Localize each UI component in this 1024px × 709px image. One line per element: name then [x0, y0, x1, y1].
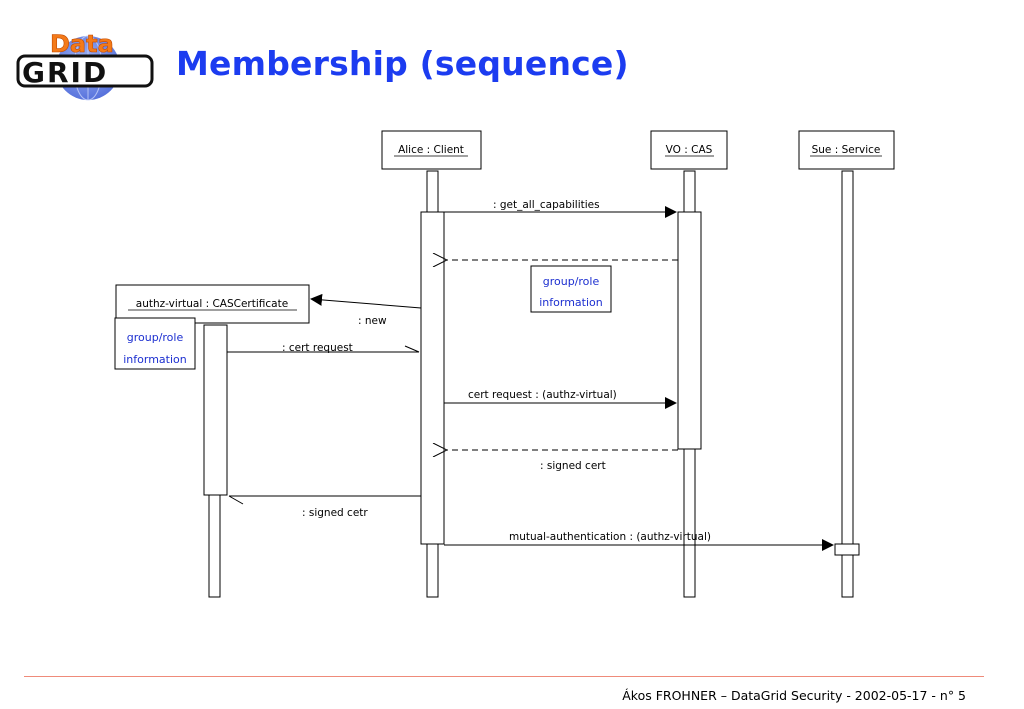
lifeline-alice — [381, 130, 482, 598]
activation-alice — [420, 211, 445, 545]
datagrid-logo: Data GRID — [16, 28, 156, 104]
note-vo-line1: group/role — [543, 275, 600, 288]
lifeline-sue-line — [841, 170, 854, 598]
lifeline-cert-head — [115, 284, 310, 324]
lifeline-sue — [798, 130, 895, 598]
footer-text: Ákos FROHNER – DataGrid Security - 2002-… — [622, 688, 966, 703]
activation-sue — [834, 543, 860, 556]
note-group-role-vo: group/role information — [530, 265, 612, 313]
activation-vo — [677, 211, 702, 450]
note-group-role-cert: group/role information — [114, 317, 196, 370]
logo-text-grid: GRID — [22, 56, 108, 89]
lifeline-sue-head — [798, 130, 895, 170]
message-label-get-capabilities: : get_all_capabilities — [493, 199, 600, 211]
message-new — [310, 293, 422, 309]
message-signed-cetr-arrowhead — [228, 495, 244, 505]
lifeline-vo — [650, 130, 728, 598]
footer-divider — [24, 676, 984, 677]
slide-title: Membership (sequence) — [176, 44, 629, 83]
message-label-cert-request: : cert request — [282, 342, 353, 354]
message-label-new: : new — [358, 315, 387, 327]
note-vo-line2: information — [539, 296, 603, 309]
lifeline-alice-head — [381, 130, 482, 170]
note-cert-line2: information — [123, 353, 187, 366]
message-cert-request-arrowhead — [404, 345, 420, 353]
label-vo: VO : CAS — [666, 144, 713, 156]
label-alice: Alice : Client — [398, 144, 464, 156]
label-sue: Sue : Service — [812, 144, 881, 156]
note-cert-line1: group/role — [127, 331, 184, 344]
activation-cert — [203, 324, 228, 496]
lifeline-cert — [115, 284, 310, 598]
lifeline-vo-head — [650, 130, 728, 170]
label-cert: authz-virtual : CASCertificate — [136, 298, 288, 310]
message-label-signed-cert: : signed cert — [540, 460, 606, 472]
message-label-signed-cetr: : signed cetr — [302, 507, 368, 519]
logo-text-data: Data — [50, 30, 114, 58]
message-label-mutual-auth: mutual-authentication : (authz-virtual) — [509, 531, 711, 543]
message-label-cert-request-vo: cert request : (authz-virtual) — [468, 389, 617, 401]
